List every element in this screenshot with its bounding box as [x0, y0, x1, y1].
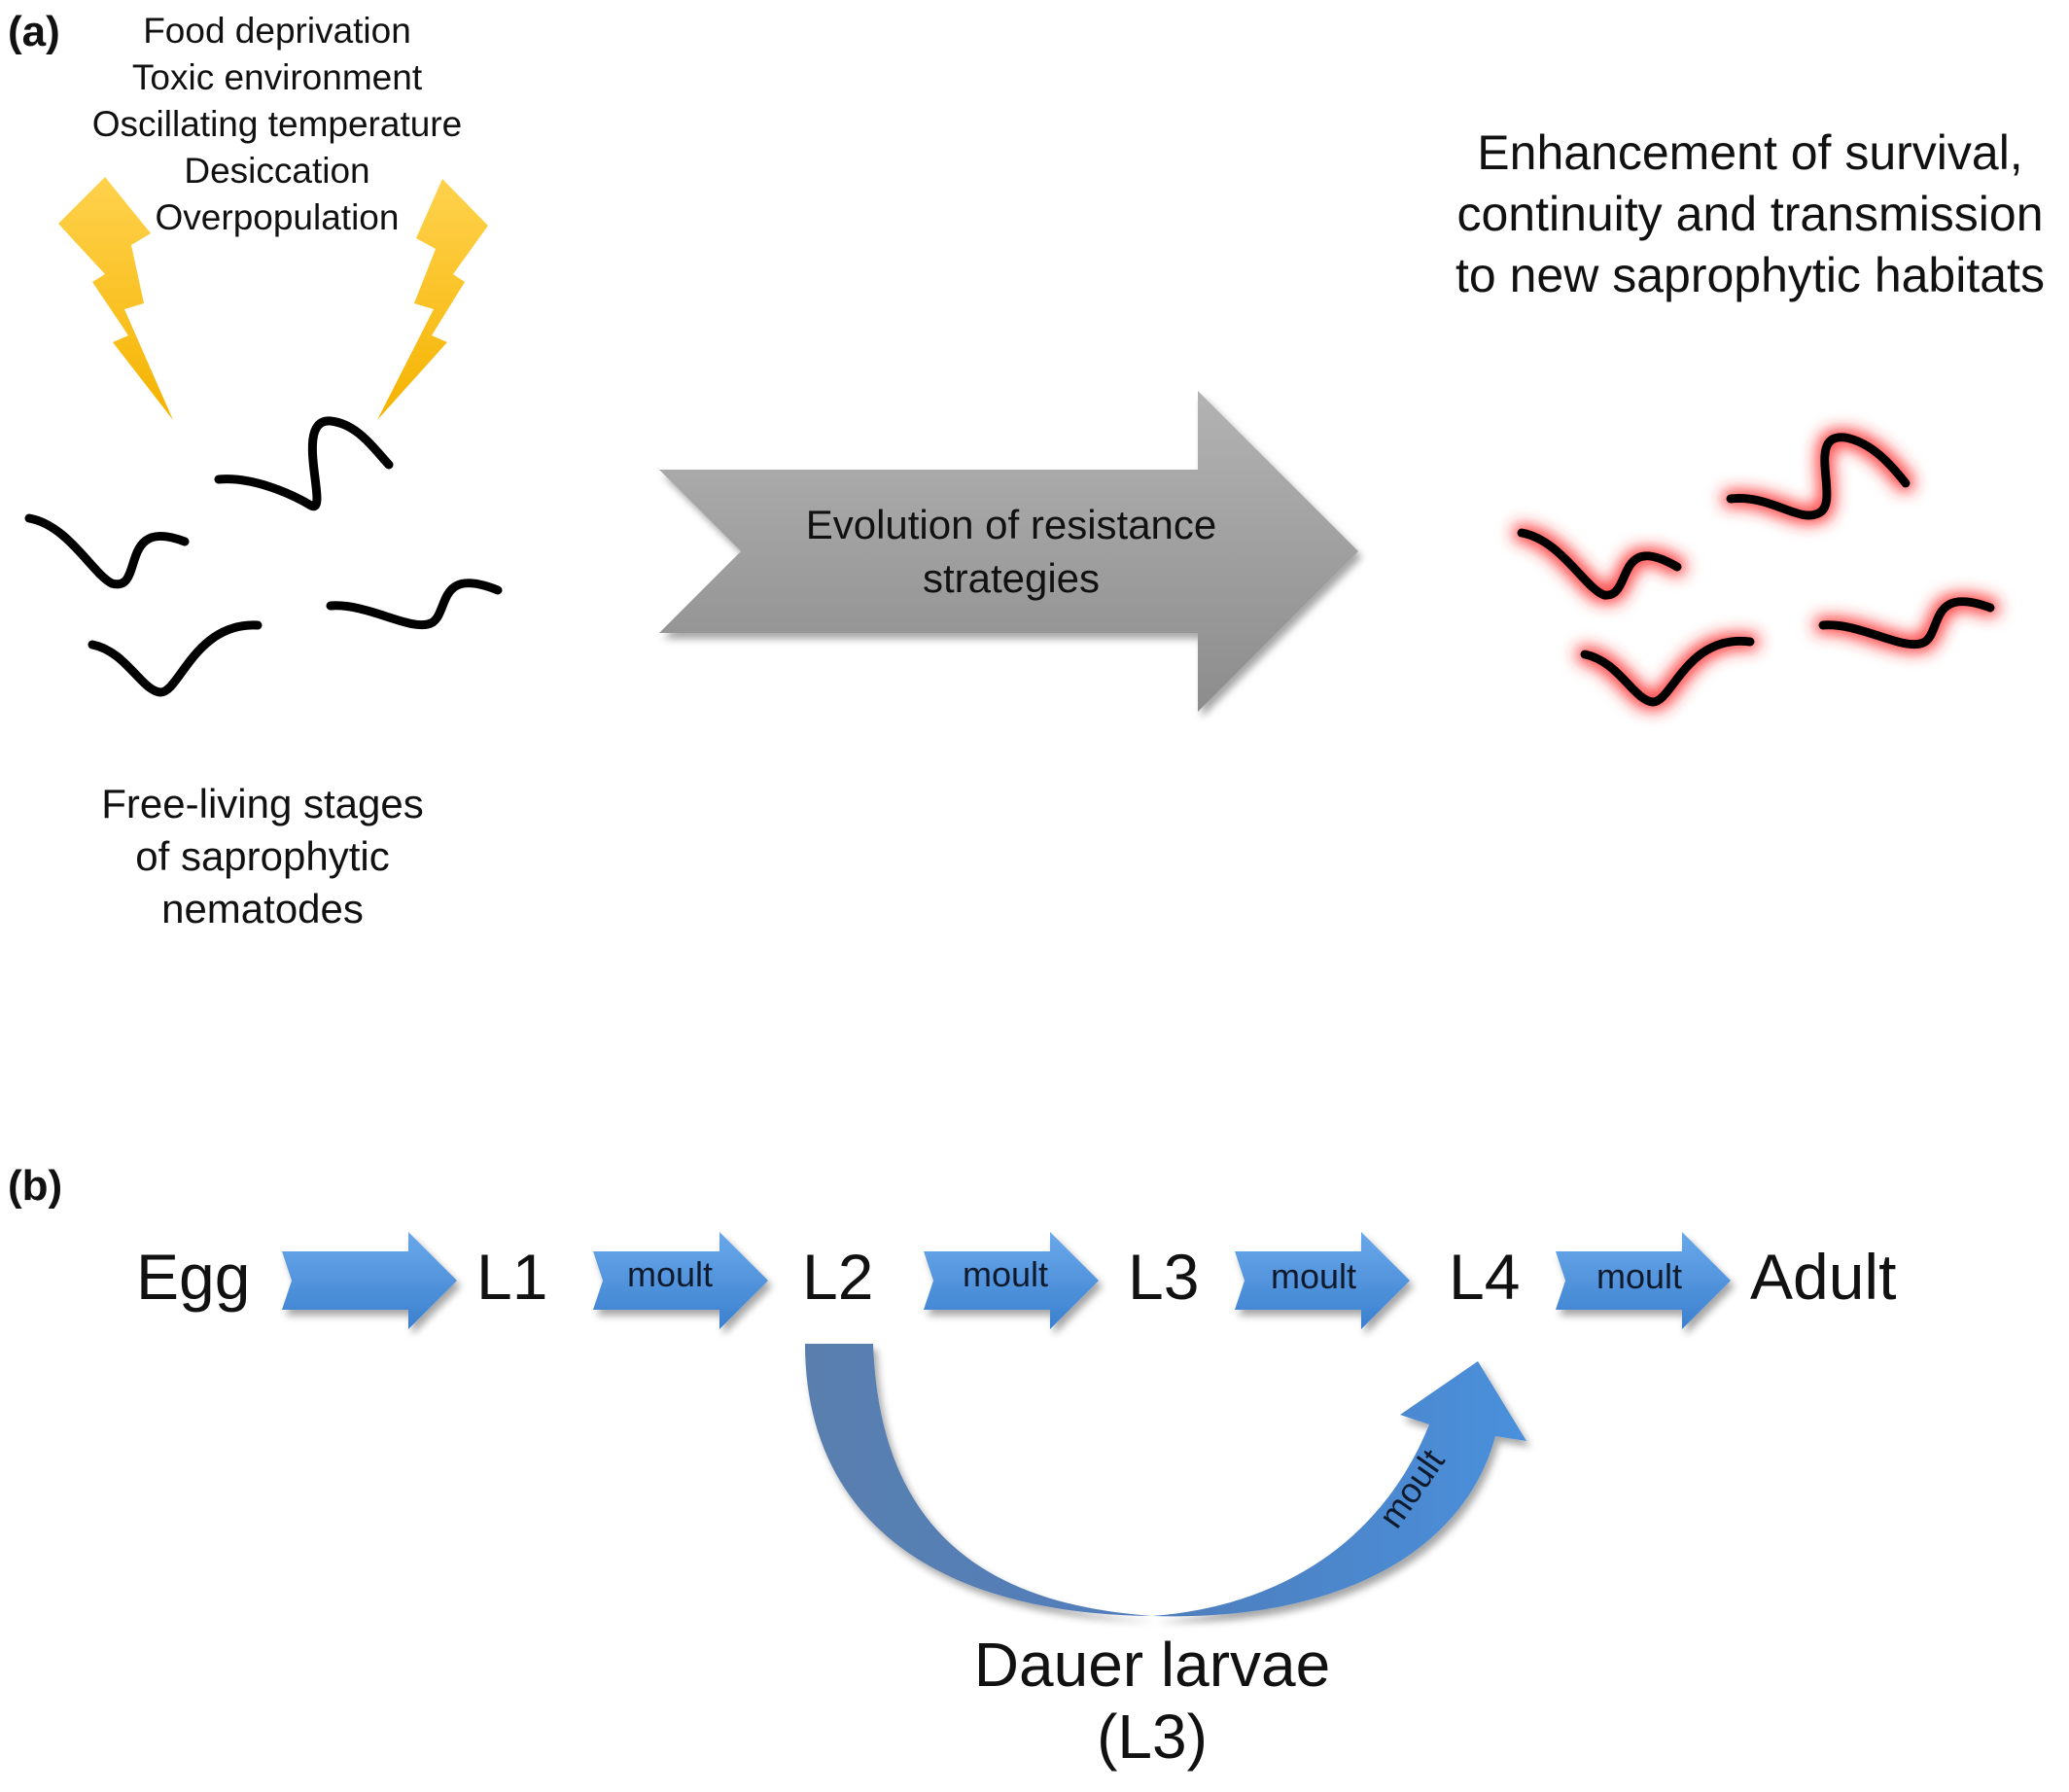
arrow-egg-l1	[282, 1232, 457, 1329]
arrow-l3-l4	[1235, 1232, 1410, 1329]
stage-arrows	[282, 1232, 1731, 1329]
moult-label-l3-l4: moult	[1271, 1256, 1357, 1296]
stage-egg: Egg	[136, 1241, 251, 1313]
stressor-item: Desiccation	[184, 151, 370, 191]
lightning-bolt-left-icon	[58, 177, 173, 420]
caption-line: nematodes	[161, 886, 364, 931]
caption-line: Free-living stages	[101, 781, 424, 826]
outcome-line: Enhancement of survival,	[1477, 125, 2023, 180]
moult-label-l4-adult: moult	[1596, 1256, 1683, 1296]
arrow-l1-l2	[593, 1232, 768, 1329]
stage-adult: Adult	[1750, 1241, 1897, 1313]
dauer-label-line: Dauer larvae	[973, 1630, 1331, 1700]
caption-line: of saprophytic	[135, 833, 390, 879]
worm-black-1	[24, 513, 190, 589]
worm-black-4	[326, 579, 503, 630]
worm-group-glowing	[1517, 433, 1995, 707]
arrow-label-line: Evolution of resistance	[805, 502, 1217, 547]
stage-l2: L2	[802, 1241, 874, 1313]
worm-group-black	[24, 416, 503, 697]
stage-l3: L3	[1128, 1241, 1200, 1313]
stage-l4: L4	[1449, 1241, 1521, 1313]
evolution-arrow-label: Evolution of resistance strategies	[739, 498, 1283, 605]
stressor-item: Overpopulation	[155, 197, 400, 237]
arrow-l4-adult	[1556, 1232, 1731, 1329]
free-living-caption: Free-living stages of saprophytic nemato…	[58, 778, 467, 935]
stressor-item: Oscillating temperature	[91, 104, 463, 144]
dauer-arc-arrow	[805, 1344, 1526, 1617]
lightning-bolt-right-icon	[377, 179, 488, 420]
panel-b-label: (b)	[8, 1162, 63, 1210]
worm-red-4	[1818, 597, 1995, 650]
stressor-item: Toxic environment	[131, 57, 423, 97]
outcome-text: Enhancement of survival, continuity and …	[1429, 123, 2069, 306]
worm-red-3	[1580, 636, 1755, 707]
stressor-item: Food deprivation	[143, 11, 411, 51]
evolution-arrow	[659, 391, 1358, 712]
dauer-label-line: (L3)	[1097, 1702, 1208, 1772]
dauer-label: Dauer larvae (L3)	[914, 1629, 1390, 1773]
stage-l1: L1	[476, 1241, 548, 1313]
arrow-l2-l3	[924, 1232, 1099, 1329]
outcome-line: to new saprophytic habitats	[1455, 248, 2045, 302]
arrow-label-line: strategies	[922, 555, 1101, 601]
moult-label-l2-l3: moult	[963, 1254, 1049, 1294]
worm-red-1	[1517, 528, 1682, 600]
panel-a-label: (a)	[8, 8, 60, 55]
outcome-line: continuity and transmission	[1456, 187, 2044, 241]
worm-black-3	[88, 620, 263, 697]
stressor-list: Food deprivation Toxic environment Oscil…	[58, 8, 496, 241]
moult-label-l1-l2: moult	[627, 1254, 714, 1294]
worm-red-2	[1726, 433, 1911, 520]
worm-black-2	[214, 416, 394, 511]
